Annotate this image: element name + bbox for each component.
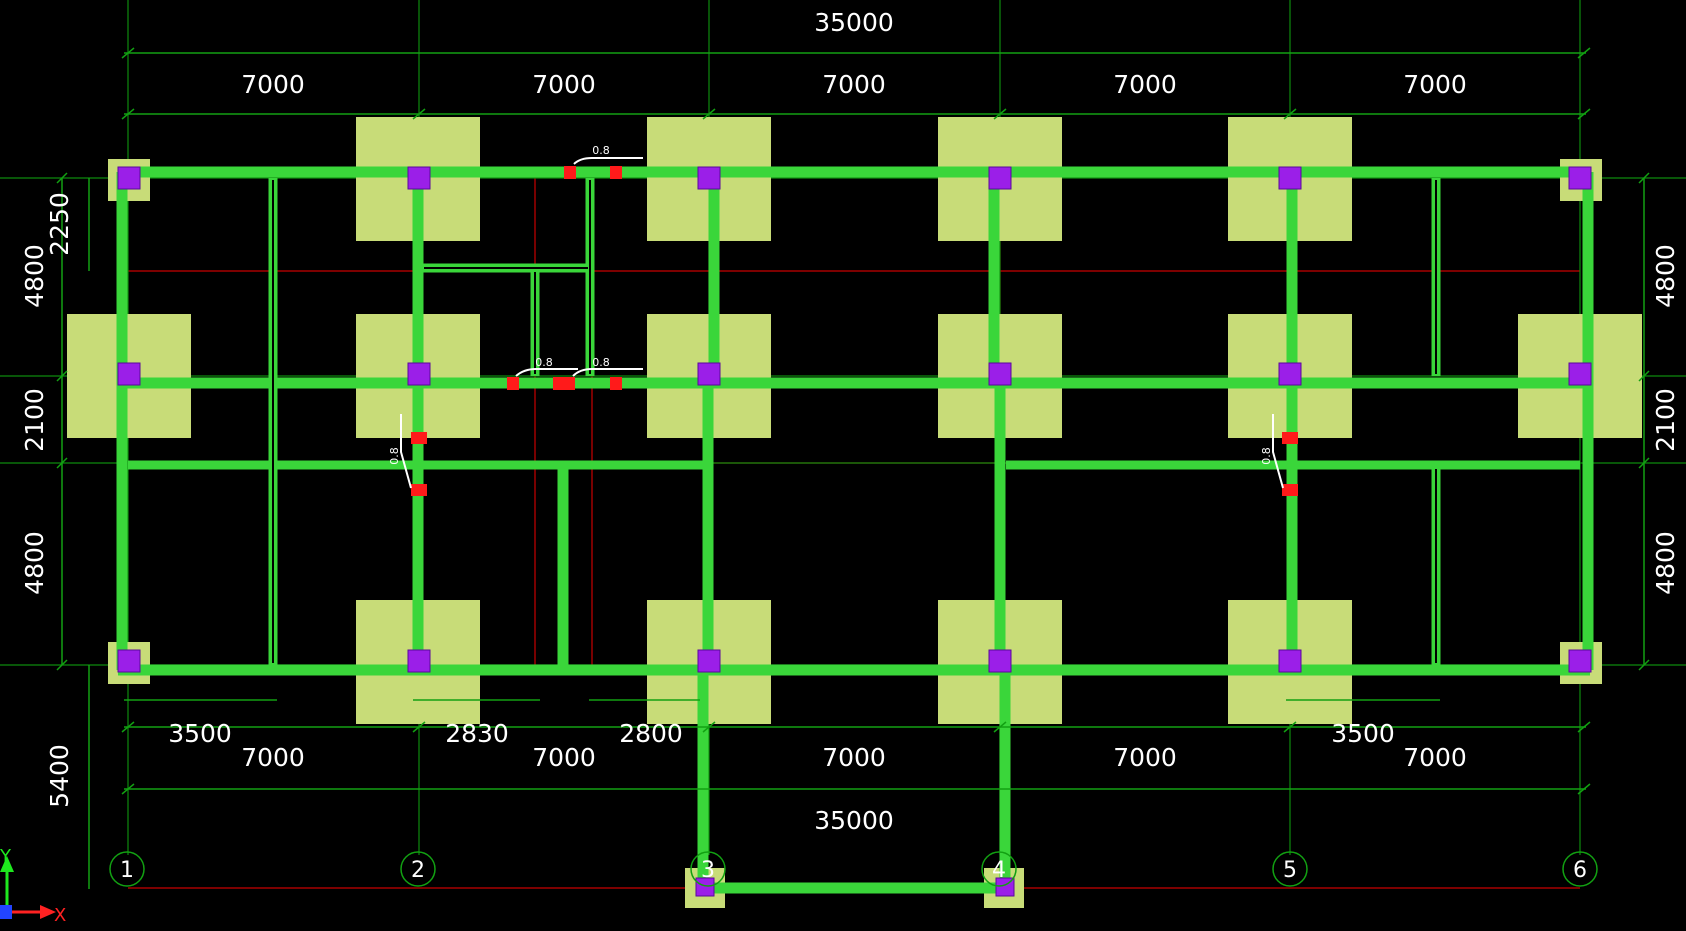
top-span-dim: 7000 xyxy=(822,70,886,99)
axis-label-3: 3 xyxy=(701,858,715,883)
bottom-sub-dim: 2800 xyxy=(619,719,683,748)
bottom-sub-dim: 3500 xyxy=(1331,719,1395,748)
beam-tag: 0.8 xyxy=(1260,447,1273,465)
main-beams xyxy=(116,166,1594,894)
beam-tag: 0.8 xyxy=(535,356,553,369)
dimension-lines xyxy=(61,52,1645,889)
right-row-dim: 4800 xyxy=(1651,244,1680,308)
left-row-dim: 4800 xyxy=(20,244,49,308)
beam-tag: 0.8 xyxy=(592,356,610,369)
red-reference-lines xyxy=(128,178,1580,889)
top-span-dim: 7000 xyxy=(1403,70,1467,99)
bottom-span-dim: 7000 xyxy=(532,743,596,772)
beam-tag: 0.8 xyxy=(592,144,610,157)
top-span-dim: 7000 xyxy=(1113,70,1177,99)
secondary-beams xyxy=(128,178,1580,665)
bottom-sub-dim: 3500 xyxy=(168,719,232,748)
axis-label-1: 1 xyxy=(120,858,134,883)
ucs-x-label: X xyxy=(54,905,66,926)
ucs-y-label: Y xyxy=(0,846,12,867)
axis-bubbles xyxy=(109,851,1598,887)
bottom-span-dim: 7000 xyxy=(1113,743,1177,772)
bottom-sub-dim: 2830 xyxy=(445,719,509,748)
bottom-total-dim: 35000 xyxy=(814,806,894,835)
red-markers xyxy=(411,166,1298,496)
bottom-span-dim: 7000 xyxy=(1403,743,1467,772)
callout-lines xyxy=(400,157,1284,489)
left-row-dim: 2100 xyxy=(20,388,49,452)
bottom-span-dim: 7000 xyxy=(822,743,886,772)
dimension-ticks xyxy=(56,47,1650,795)
top-span-dim: 7000 xyxy=(241,70,305,99)
right-row-dim: 2100 xyxy=(1651,388,1680,452)
ucs-icon: Y X xyxy=(0,846,66,926)
columns xyxy=(117,166,1592,897)
left-row-dim: 4800 xyxy=(20,531,49,595)
left-lower-dim: 5400 xyxy=(45,744,74,808)
axis-label-6: 6 xyxy=(1573,858,1587,883)
top-span-dim: 7000 xyxy=(532,70,596,99)
top-total-dim: 35000 xyxy=(814,8,894,37)
axis-label-5: 5 xyxy=(1283,858,1297,883)
axis-label-2: 2 xyxy=(411,858,425,883)
left-inner-dim: 2250 xyxy=(45,192,74,256)
axis-label-4: 4 xyxy=(992,858,1006,883)
beam-tag: 0.8 xyxy=(388,447,401,465)
bottom-span-dim: 7000 xyxy=(241,743,305,772)
right-row-dim: 4800 xyxy=(1651,531,1680,595)
